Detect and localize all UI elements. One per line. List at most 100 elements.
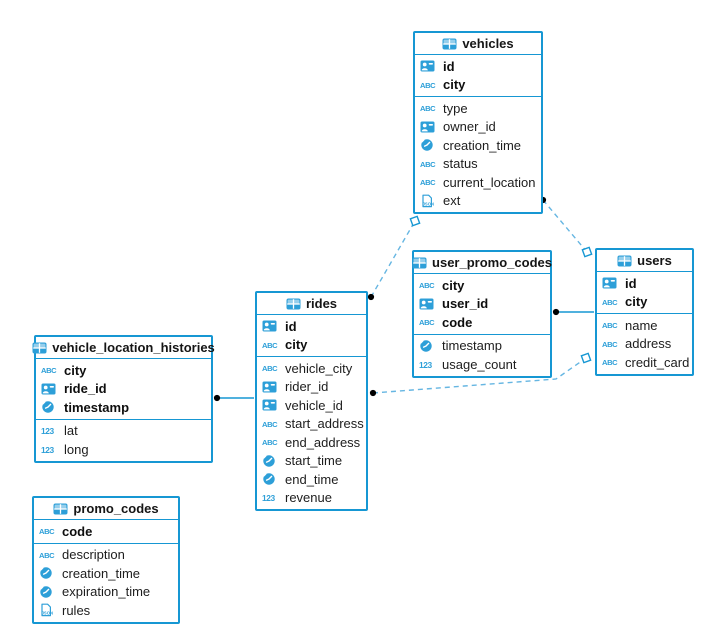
table-icon [442, 38, 457, 50]
id-badge-icon [419, 298, 437, 310]
column-row: JSON ext [415, 192, 541, 211]
time-type-icon [262, 454, 280, 468]
column-row: ABC status [415, 155, 541, 174]
svg-text:ABC: ABC [420, 104, 436, 113]
svg-text:123: 123 [262, 493, 276, 503]
primary-key-column-name: code [442, 314, 473, 330]
column-row: expiration_time [34, 583, 178, 602]
abc-type-icon: ABC [419, 317, 437, 327]
table-header-users[interactable]: users [597, 250, 692, 272]
relation-rides-to-vehicles [370, 220, 416, 298]
abc-type-icon: ABC [262, 419, 280, 429]
time-type-icon [39, 585, 57, 599]
table-title: promo_codes [73, 501, 159, 516]
table-icon [617, 255, 632, 267]
table-header-user_promo_codes[interactable]: user_promo_codes [412, 252, 552, 274]
svg-text:ABC: ABC [262, 364, 278, 373]
relation-rides-to-vehicles-dot-marker [367, 293, 375, 301]
svg-text:ABC: ABC [420, 160, 436, 169]
svg-text:ABC: ABC [602, 321, 618, 330]
column-row: creation_time [34, 564, 178, 583]
abc-type-icon: ABC [602, 297, 620, 307]
column-row: id [257, 317, 366, 336]
json-type-icon: JSON [420, 194, 438, 208]
abc-type-icon: ABC [419, 280, 437, 290]
column-name: expiration_time [62, 584, 151, 600]
table-header-vehicles[interactable]: vehicles [415, 33, 541, 55]
table-header-rides[interactable]: rides [257, 293, 366, 315]
column-name: owner_id [443, 119, 496, 135]
column-name: current_location [443, 174, 536, 190]
id-badge-icon [262, 399, 280, 411]
column-name: creation_time [443, 137, 522, 153]
abc-type-icon: ABC [420, 80, 438, 90]
column-name: vehicle_id [285, 397, 343, 413]
svg-text:ABC: ABC [419, 281, 435, 290]
svg-text:ABC: ABC [420, 178, 436, 187]
column-row: timestamp [414, 337, 550, 356]
column-name: timestamp [442, 338, 502, 354]
relation-rides-to-users-dot-marker [369, 389, 377, 397]
column-name: credit_card [625, 354, 690, 370]
time-type-icon [420, 138, 438, 152]
abc-type-icon: ABC [41, 365, 59, 375]
table-header-vehicle_location_histories[interactable]: vehicle_location_histories [32, 337, 215, 359]
column-name: lat [64, 423, 78, 439]
svg-text:ABC: ABC [39, 551, 55, 560]
abc-type-icon: ABC [420, 177, 438, 187]
column-name: status [443, 156, 478, 172]
column-row: ABC current_location [415, 173, 541, 192]
number-type-icon: 123 [41, 444, 59, 455]
column-name: start_time [285, 453, 343, 469]
relation-rides-to-users [372, 357, 587, 394]
table-title: users [637, 253, 672, 268]
table-header-promo_codes[interactable]: promo_codes [34, 498, 178, 520]
column-row: 123 revenue [257, 489, 366, 508]
id-badge-icon [420, 60, 438, 72]
svg-text:ABC: ABC [262, 420, 278, 429]
column-row: vehicle_id [257, 396, 366, 415]
abc-type-icon: ABC [602, 339, 620, 349]
column-name: rules [62, 602, 91, 618]
column-row: ABC city [597, 293, 692, 312]
table-icon [32, 342, 47, 354]
number-type-icon: 123 [419, 359, 437, 370]
column-name: end_time [285, 471, 339, 487]
table-icon [286, 298, 301, 310]
primary-key-column-name: timestamp [64, 399, 130, 415]
svg-text:JSON: JSON [42, 611, 53, 616]
column-name: ext [443, 193, 461, 209]
number-type-icon: 123 [262, 492, 280, 503]
column-name: revenue [285, 490, 332, 506]
table-title: vehicle_location_histories [52, 340, 215, 355]
column-row: end_time [257, 470, 366, 489]
id-badge-icon [41, 383, 59, 395]
svg-text:123: 123 [419, 360, 433, 370]
svg-text:ABC: ABC [41, 366, 57, 375]
id-badge-icon [262, 381, 280, 393]
abc-type-icon: ABC [262, 363, 280, 373]
column-row: user_id [414, 295, 550, 314]
relation-user_promo_codes-to-users-dot-marker [552, 308, 560, 316]
primary-key-column-name: city [625, 294, 648, 310]
svg-text:ABC: ABC [602, 298, 618, 307]
